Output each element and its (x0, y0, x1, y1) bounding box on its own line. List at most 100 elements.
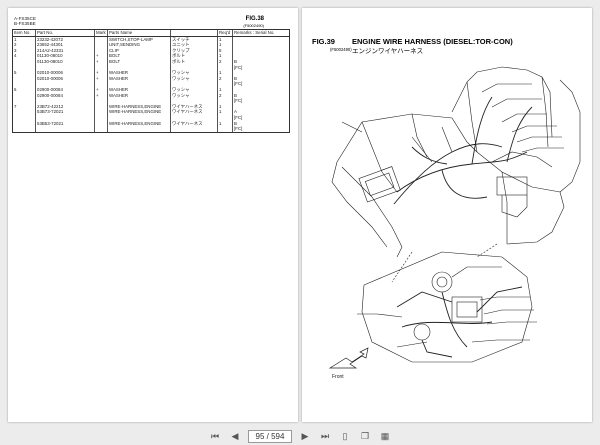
table-cell-jp: ボルト (170, 58, 218, 65)
relay-box-outline (451, 296, 483, 323)
first-page-icon[interactable]: ⏮ (210, 431, 220, 441)
table-cell-part: 53B53-72021 (35, 120, 95, 127)
last-page-icon[interactable]: ⏭ (320, 431, 330, 441)
table-cell-rem: [FC] (232, 64, 290, 71)
table-cell-req: 5 (217, 47, 233, 54)
page-number-input[interactable]: 95 / 594 (248, 430, 292, 443)
table-cell-req: 1 (217, 36, 233, 43)
pdf-viewer-toolbar: ⏮ ◀ 95 / 594 ▶ ⏭ ▯ ❐ ▦ (0, 428, 600, 445)
table-cell-req: 1 (217, 86, 233, 93)
table-cell-rem: [FC] (232, 81, 290, 87)
table-cell-item (12, 109, 36, 115)
table-cell-mark (94, 42, 108, 48)
table-cell-item (12, 81, 36, 87)
table-cell-name: WIRE-HARNESS,ENGINE (107, 109, 171, 115)
col-parts-name: Parts Name (107, 29, 171, 37)
table-cell-name (107, 64, 171, 71)
table-cell-req (217, 98, 233, 104)
table-cell-req (217, 64, 233, 71)
battery-box-outline (358, 166, 401, 203)
table-cell-mark: + (94, 86, 108, 93)
next-page-icon[interactable]: ▶ (301, 431, 309, 441)
table-cell-jp: ワイヤハーネス (170, 109, 218, 115)
two-page-view-icon[interactable]: ❐ (360, 431, 370, 441)
table-cell-mark: + (94, 70, 108, 76)
table-cell-part: 01130-08010 (35, 58, 95, 65)
table-cell-item: 1 (12, 36, 36, 43)
table-cell-item (12, 114, 36, 121)
table-cell-req: 1 (217, 120, 233, 127)
table-cell-part: 02900-00084 (35, 92, 95, 99)
table-cell-jp: ボルト (170, 53, 218, 59)
figure-label: FIG.38 (245, 16, 264, 22)
table-cell-rem (232, 103, 290, 110)
table-cell-part: 214A2-42331 (35, 47, 95, 54)
table-cell-part (35, 81, 95, 87)
table-cell-rem: B (232, 120, 290, 127)
table-cell-jp: スイッチ (170, 36, 218, 43)
thumbnail-view-icon[interactable]: ▦ (380, 431, 390, 441)
table-cell-name: CLIP (107, 47, 171, 54)
table-cell-mark (94, 36, 108, 43)
table-cell-item: 2 (12, 42, 36, 48)
table-row: [FC] (12, 64, 290, 71)
table-cell-jp (170, 81, 218, 87)
table-row: [FC] (12, 114, 290, 121)
table-row: [FC] (12, 98, 290, 104)
table-cell-mark: + (94, 58, 108, 65)
wire-harness-diagram: Front (328, 66, 581, 380)
table-cell-jp: ユニット (170, 42, 218, 48)
table-cell-req: 1 (217, 53, 233, 59)
table-cell-req: 2 (217, 92, 233, 99)
col-mark: Mark (94, 29, 108, 37)
table-cell-name: SWITCH,STOP-LAMP (107, 36, 171, 43)
table-row: [FC] (12, 126, 290, 133)
table-cell-name (107, 81, 171, 87)
table-cell-part (35, 126, 95, 133)
diagram-title-jp: エンジンワイヤハーネス (352, 48, 424, 55)
table-cell-item: 3 (12, 47, 36, 54)
table-cell-req (217, 114, 233, 121)
table-cell-part: 23B72-42212 (35, 103, 95, 110)
table-cell-mark (94, 98, 108, 104)
body-outline (336, 113, 478, 163)
figure-code: (F5002490) (243, 23, 264, 28)
table-cell-name: WASHER (107, 86, 171, 93)
table-cell-rem: [FC] (232, 114, 290, 121)
table-cell-name: WIRE-HARNESS,ENGINE (107, 120, 171, 127)
figure-code-right: (F5002490) (330, 47, 352, 52)
table-cell-item: 5 (12, 70, 36, 76)
table-cell-rem: B (232, 92, 290, 99)
table-cell-jp: ワイヤハーネス (170, 120, 218, 127)
single-page-view-icon[interactable]: ▯ (342, 431, 348, 441)
col-part-no: Part No. (35, 29, 95, 37)
table-cell-part: 23652-44301 (35, 42, 95, 48)
left-page: A-FS35CE B-FS35BE FIG.38 (F5002490) Item… (8, 8, 298, 422)
table-cell-item (12, 98, 36, 104)
table-cell-part: 02010-00006 (35, 75, 95, 82)
table-cell-name: WASHER (107, 92, 171, 99)
model-code-a: A-FS35CE (14, 16, 36, 21)
table-cell-mark (94, 64, 108, 71)
table-cell-jp (170, 126, 218, 133)
table-row: [FC] (12, 81, 290, 87)
table-cell-item (12, 120, 36, 127)
table-cell-rem (232, 70, 290, 76)
table-cell-req: 2 (217, 58, 233, 65)
table-cell-name (107, 98, 171, 104)
previous-page-icon[interactable]: ◀ (231, 431, 239, 441)
col-reqd: Req'd (217, 29, 233, 37)
table-cell-part: 23232-42072 (35, 36, 95, 43)
table-cell-name (107, 114, 171, 121)
table-cell-item: 6 (12, 86, 36, 93)
table-cell-req: 1 (217, 42, 233, 48)
table-cell-name: WIRE-HARNESS,ENGINE (107, 103, 171, 110)
table-cell-mark (94, 109, 108, 115)
table-cell-part: 02010-00006 (35, 70, 95, 76)
table-cell-item (12, 64, 36, 71)
table-cell-jp (170, 114, 218, 121)
